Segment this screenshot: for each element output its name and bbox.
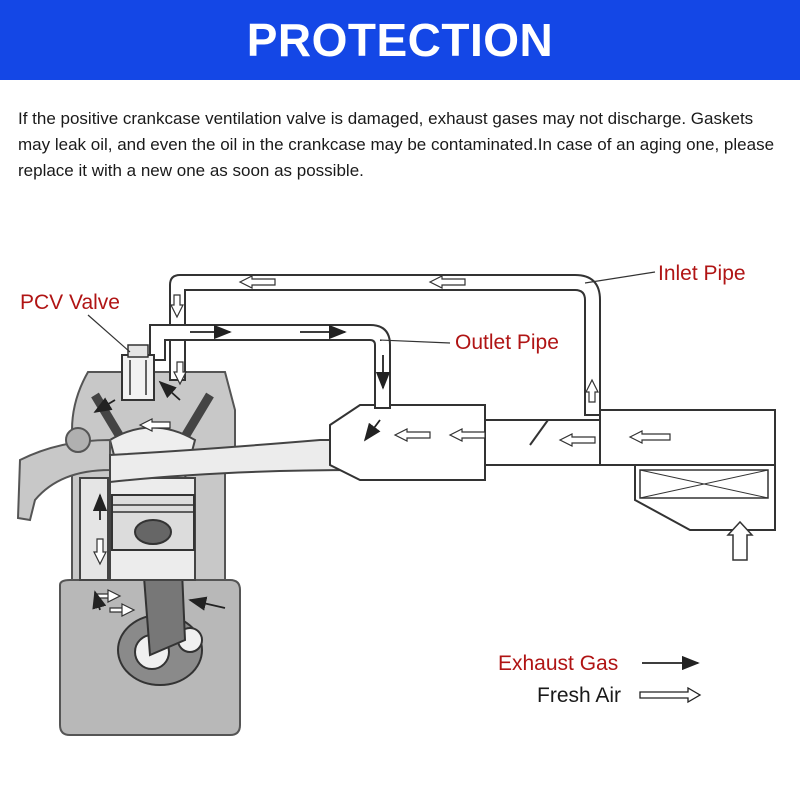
inlet-pipe-label: Inlet Pipe xyxy=(658,262,746,285)
pcv-valve-label: PCV Valve xyxy=(20,291,120,314)
outlet-pipe-label: Outlet Pipe xyxy=(455,331,559,354)
legend-fresh-air-label: Fresh Air xyxy=(537,684,621,707)
legend-exhaust-gas-label: Exhaust Gas xyxy=(498,652,618,675)
throttle-body xyxy=(330,405,485,480)
legend: Exhaust Gas Fresh Air xyxy=(498,652,700,707)
legend-fresh-air-arrow xyxy=(640,688,700,702)
